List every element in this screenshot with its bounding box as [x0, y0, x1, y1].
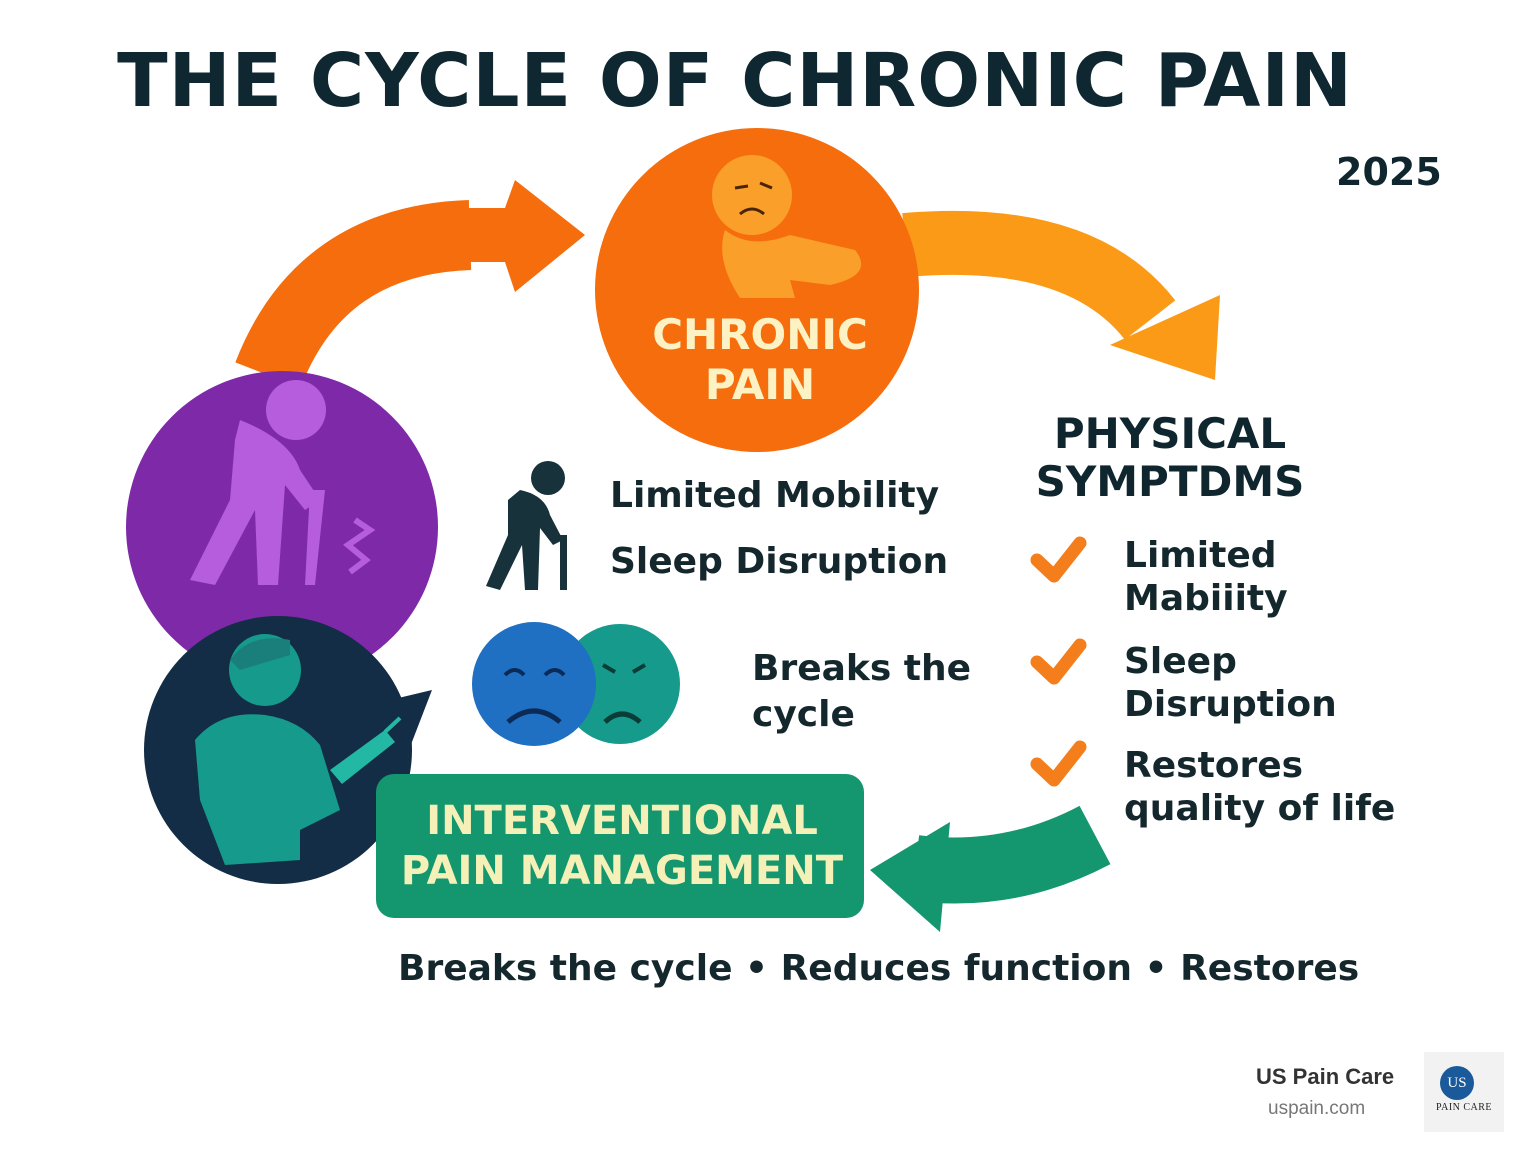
intervention-label: INTERVENTIONAL PAIN MANAGEMENT — [400, 798, 844, 894]
page-title: THE CYCLE OF CHRONIC PAIN — [117, 38, 1353, 124]
person-in-pain-icon — [712, 155, 862, 298]
check-icon-2 — [1030, 638, 1087, 685]
brand-url: uspain.com — [1268, 1098, 1366, 1119]
middle-mobility-text: Limited Mobility — [610, 475, 940, 516]
symptom-item-2: Sleep Disruption — [1124, 641, 1337, 725]
arrow-to-chronic-pain — [235, 180, 585, 389]
physical-symptoms-title: PHYSICAL SYMPTDMS — [1035, 409, 1305, 506]
symptom-item-3: Restores quality of life — [1124, 745, 1396, 829]
arrow-to-physical-symptoms — [902, 210, 1220, 380]
logo-text: PAIN CARE — [1435, 1102, 1493, 1113]
middle-sleep-text: Sleep Disruption — [610, 541, 949, 582]
speech-tail — [390, 690, 432, 760]
doctor-syringe-icon — [195, 634, 402, 865]
arrow-to-intervention — [870, 805, 1111, 932]
sad-faces-icon — [472, 622, 680, 746]
middle-breaks-text: Breaks the cycle — [752, 648, 972, 735]
elderly-person-cane-icon — [190, 380, 376, 585]
chronic-pain-label: CHRONIC PAIN — [652, 310, 868, 409]
bottom-summary: Breaks the cycle • Reduces function • Re… — [398, 948, 1360, 989]
symptom-item-1: Limited Mabiiity — [1124, 535, 1288, 619]
year-label: 2025 — [1336, 150, 1442, 194]
elderly-walker-icon — [486, 461, 567, 590]
intervention-box — [376, 774, 864, 918]
logo-mark: US — [1440, 1066, 1474, 1100]
check-icon-1 — [1030, 536, 1087, 583]
brand-name: US Pain Care — [1256, 1064, 1395, 1089]
check-icon-3 — [1030, 740, 1087, 787]
